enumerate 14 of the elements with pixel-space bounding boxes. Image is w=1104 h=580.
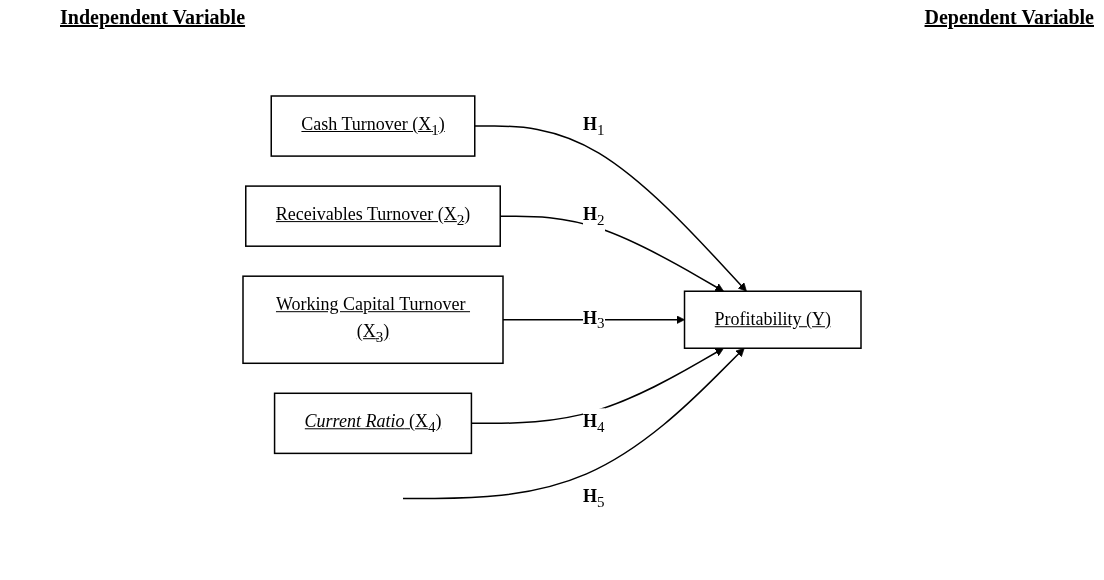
edge-label: H$_{5}$	[583, 486, 605, 511]
node-box: Working Capital Turnover (X$_{3}$)	[242, 275, 504, 365]
node-box: Current Ratio (X$_{4}$)	[273, 392, 473, 455]
edge-label: H$_{2}$	[583, 204, 605, 228]
node-box: Receivables Turnover (X$_{2}$)	[245, 185, 501, 248]
edge-label: H$_{4}$	[583, 411, 605, 436]
column-heading: Dependent Variable	[924, 6, 1094, 29]
arrow	[402, 348, 745, 500]
column-heading: Independent Variable	[60, 6, 246, 29]
node-box: Cash Turnover (X$_{1}$)	[270, 95, 476, 158]
edge-label: H$_{3}$	[583, 307, 605, 332]
edge-label: H$_{1}$	[583, 114, 605, 138]
arrow	[474, 125, 747, 292]
node-box: Profitability (Y)	[683, 290, 862, 350]
